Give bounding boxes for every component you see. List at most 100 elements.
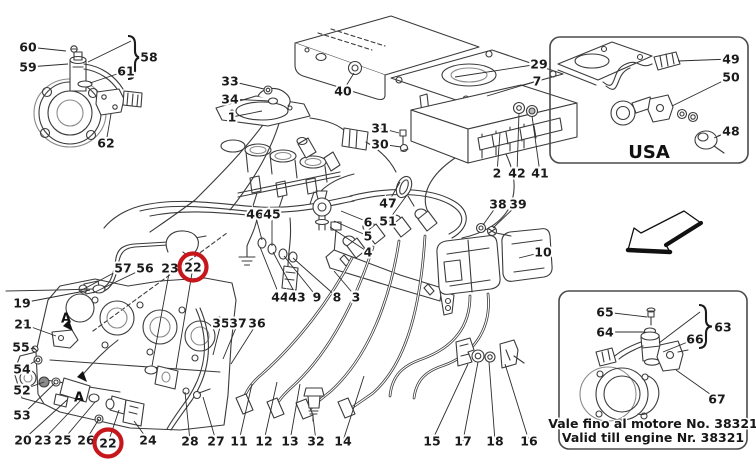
leader-line-33 bbox=[229, 80, 265, 90]
leader-line-39 bbox=[492, 203, 519, 229]
highlight-circle-22 bbox=[92, 427, 124, 459]
leader-line-31 bbox=[379, 127, 400, 134]
validity-caption-english: Valid till engine Nr. 38321 bbox=[562, 430, 744, 445]
callout-61: 61 bbox=[117, 64, 134, 79]
callout-22: 22 bbox=[99, 436, 116, 451]
callout-10: 10 bbox=[534, 245, 552, 260]
leader-line-23 bbox=[151, 267, 171, 367]
callout-57: 57 bbox=[114, 261, 131, 276]
callout-7: 7 bbox=[533, 74, 542, 89]
leader-line-5 bbox=[333, 220, 369, 237]
callout-42: 42 bbox=[508, 166, 525, 181]
leader-line-44 bbox=[259, 246, 281, 298]
leader-line-41 bbox=[531, 115, 541, 174]
leader-line-23 bbox=[42, 398, 83, 441]
leader-line-4 bbox=[329, 226, 369, 253]
leader-line-15 bbox=[431, 363, 469, 442]
usa-inset-art bbox=[557, 41, 729, 154]
callout-19: 19 bbox=[13, 296, 30, 311]
leader-line-50 bbox=[671, 76, 732, 107]
leader-line-32 bbox=[312, 416, 317, 442]
camshaft-sensor-assembly-art bbox=[33, 45, 143, 148]
callout-51: 51 bbox=[379, 214, 396, 229]
callout-16: 16 bbox=[520, 434, 538, 449]
leader-line-7 bbox=[486, 80, 538, 97]
leader-line-46 bbox=[254, 213, 263, 241]
highlight-circle-22 bbox=[177, 251, 209, 283]
callout-6: 6 bbox=[364, 215, 373, 230]
callout-55: 55 bbox=[12, 340, 29, 355]
leader-line-8 bbox=[292, 257, 338, 298]
callout-40: 40 bbox=[334, 84, 352, 99]
stay-bracket-art bbox=[325, 221, 455, 316]
callout-23: 23 bbox=[34, 433, 51, 448]
leader-line-56 bbox=[92, 267, 146, 294]
callout-36: 36 bbox=[248, 316, 266, 331]
callout-32: 32 bbox=[307, 434, 324, 449]
callout-37: 37 bbox=[229, 316, 246, 331]
callout-11: 11 bbox=[230, 434, 247, 449]
leader-line-11 bbox=[238, 383, 253, 442]
leader-line-26 bbox=[85, 418, 100, 441]
callout-34: 34 bbox=[221, 92, 239, 107]
callout-24: 24 bbox=[139, 433, 157, 448]
intake-injector-harness-art bbox=[92, 85, 397, 332]
callout-48: 48 bbox=[722, 124, 739, 139]
callout-14: 14 bbox=[334, 434, 352, 449]
leader-line-34 bbox=[229, 98, 270, 102]
group-bracket-1 bbox=[698, 303, 713, 350]
group-bracket-0 bbox=[127, 34, 142, 81]
callout-12: 12 bbox=[255, 434, 272, 449]
leader-line-35 bbox=[212, 322, 222, 356]
leader-line-57 bbox=[79, 267, 124, 292]
leader-line-66 bbox=[662, 338, 696, 353]
leader-line-51 bbox=[387, 194, 408, 222]
leader-line-38 bbox=[482, 203, 499, 226]
callout-25: 25 bbox=[54, 433, 71, 448]
leader-line-61 bbox=[89, 70, 127, 84]
leader-line-13 bbox=[289, 383, 301, 442]
callout-58: 58 bbox=[140, 50, 157, 65]
view-marker-a-1: A bbox=[74, 391, 84, 406]
leader-line-14 bbox=[342, 375, 365, 442]
view-marker-arrowhead-1 bbox=[77, 371, 87, 382]
callout-67: 67 bbox=[708, 392, 725, 407]
leader-line-22 bbox=[175, 266, 194, 370]
callout-13: 13 bbox=[281, 434, 298, 449]
callout-22: 22 bbox=[184, 260, 201, 275]
spark-plug-wires-art bbox=[235, 234, 490, 422]
callout-60: 60 bbox=[19, 40, 37, 55]
callout-31: 31 bbox=[371, 121, 388, 136]
leader-line-6 bbox=[340, 210, 369, 223]
callout-27: 27 bbox=[207, 434, 224, 449]
callout-28: 28 bbox=[181, 434, 198, 449]
leader-line-extra-0 bbox=[87, 40, 132, 63]
callout-59: 59 bbox=[19, 60, 36, 75]
leader-line-21 bbox=[22, 323, 57, 337]
callout-47: 47 bbox=[379, 196, 396, 211]
leader-line-16 bbox=[504, 363, 530, 442]
sensor-small-parts-art bbox=[455, 337, 525, 369]
callout-35: 35 bbox=[212, 316, 229, 331]
callout-20: 20 bbox=[14, 433, 32, 448]
callout-62: 62 bbox=[97, 136, 114, 151]
leader-line-20 bbox=[22, 399, 68, 441]
callout-9: 9 bbox=[313, 290, 322, 305]
leader-line-47 bbox=[387, 181, 401, 204]
callout-65: 65 bbox=[596, 305, 613, 320]
leader-line-40 bbox=[342, 72, 355, 92]
callout-18: 18 bbox=[486, 434, 503, 449]
engine-block-art bbox=[13, 277, 237, 431]
callout-21: 21 bbox=[14, 317, 31, 332]
leader-line-12 bbox=[263, 381, 278, 442]
leader-line-25 bbox=[62, 401, 96, 441]
leader-line-24 bbox=[133, 420, 149, 441]
callout-26: 26 bbox=[77, 433, 95, 448]
leader-line-48 bbox=[713, 130, 732, 139]
callout-66: 66 bbox=[686, 332, 704, 347]
leader-line-17 bbox=[462, 361, 479, 442]
leader-line-30 bbox=[379, 143, 402, 148]
leader-line-42 bbox=[516, 112, 520, 174]
leader-line-43 bbox=[272, 251, 298, 298]
